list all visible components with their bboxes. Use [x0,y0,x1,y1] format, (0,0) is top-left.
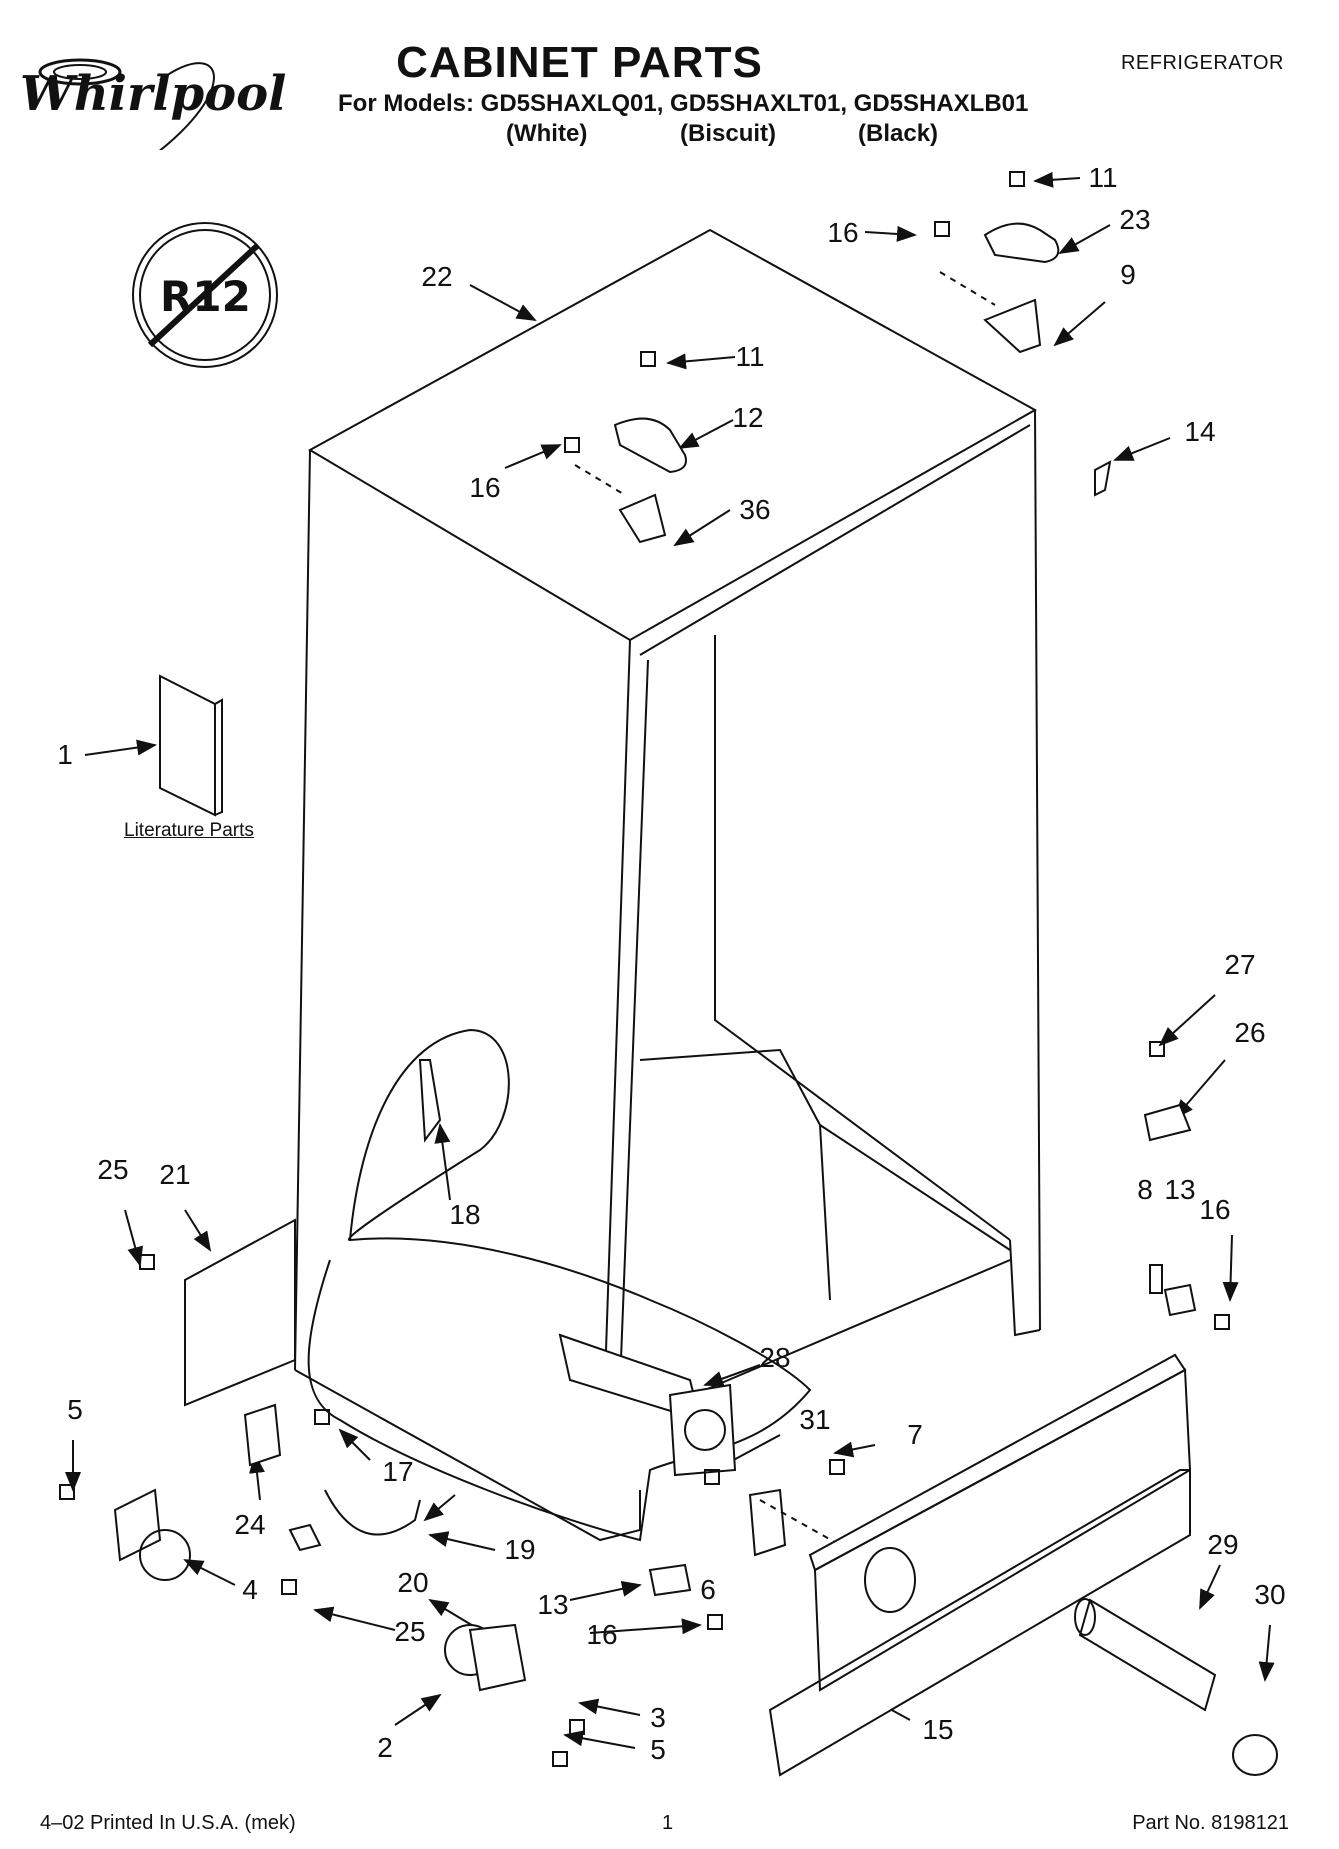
callout-21: 21 [159,1159,191,1190]
callout-28: 28 [759,1342,791,1373]
callout-31: 31 [799,1404,831,1435]
callout-23: 23 [1119,204,1151,235]
brand-swoosh-icon [38,58,215,150]
callout-12: 12 [732,402,764,433]
callout-6: 6 [700,1574,716,1605]
literature-parts-label: Literature Parts [124,820,254,841]
callout-24: 24 [234,1509,266,1540]
models-line: For Models: GD5SHAXLQ01, GD5SHAXLT01, GD… [338,90,1029,117]
callout-16-top: 16 [827,217,859,248]
callout-16-mid: 16 [469,472,501,503]
callout-22: 22 [421,261,453,292]
callout-7: 7 [907,1419,923,1450]
callout-13-right: 13 [1164,1174,1196,1205]
callout-16-bottom: 16 [586,1619,618,1650]
callout-27: 27 [1224,949,1256,980]
callout-16-right: 16 [1199,1194,1231,1225]
literature-booklet [159,674,223,817]
toe-grille [768,1353,1192,1777]
callout-5-left: 5 [67,1394,83,1425]
callout-8: 8 [1137,1174,1153,1205]
page-title: CABINET PARTS [396,38,763,87]
callout-11-mid: 11 [735,341,765,372]
brand-logo: Whirlpool [20,58,286,150]
variant-black: (Black) [858,120,939,147]
callout-4: 4 [242,1574,258,1605]
footer-page-number: 1 [662,1812,674,1834]
callout-30: 30 [1254,1579,1286,1610]
footer-part-number: Part No. 8198121 [1132,1812,1289,1834]
callout-18: 18 [449,1199,481,1230]
callout-11-top: 11 [1088,162,1118,193]
callout-5-bottom: 5 [650,1734,666,1765]
callout-36: 36 [739,494,771,525]
callout-15: 15 [922,1714,954,1745]
variant-white: (White) [506,120,588,147]
callout-3: 3 [650,1702,666,1733]
footer-print-info: 4–02 Printed In U.S.A. (mek) [40,1812,296,1834]
variant-biscuit: (Biscuit) [680,120,776,147]
callout-25-left: 25 [97,1154,129,1185]
callout-1: 1 [57,739,73,770]
callout-2: 2 [377,1732,393,1763]
category-label: REFRIGERATOR [1120,52,1284,74]
callout-17: 17 [382,1456,414,1487]
brand-name: Whirlpool [20,66,287,122]
callout-20: 20 [397,1567,429,1598]
callout-26: 26 [1234,1017,1266,1048]
callout-9: 9 [1120,259,1136,290]
no-r12-badge [132,222,278,368]
callout-25-bottom: 25 [394,1616,426,1647]
callout-13-bottom: 13 [537,1589,569,1620]
callout-14: 14 [1184,416,1216,447]
r12-badge-text: R12 [160,272,251,321]
callout-29: 29 [1207,1529,1239,1560]
callout-19: 19 [504,1534,536,1565]
